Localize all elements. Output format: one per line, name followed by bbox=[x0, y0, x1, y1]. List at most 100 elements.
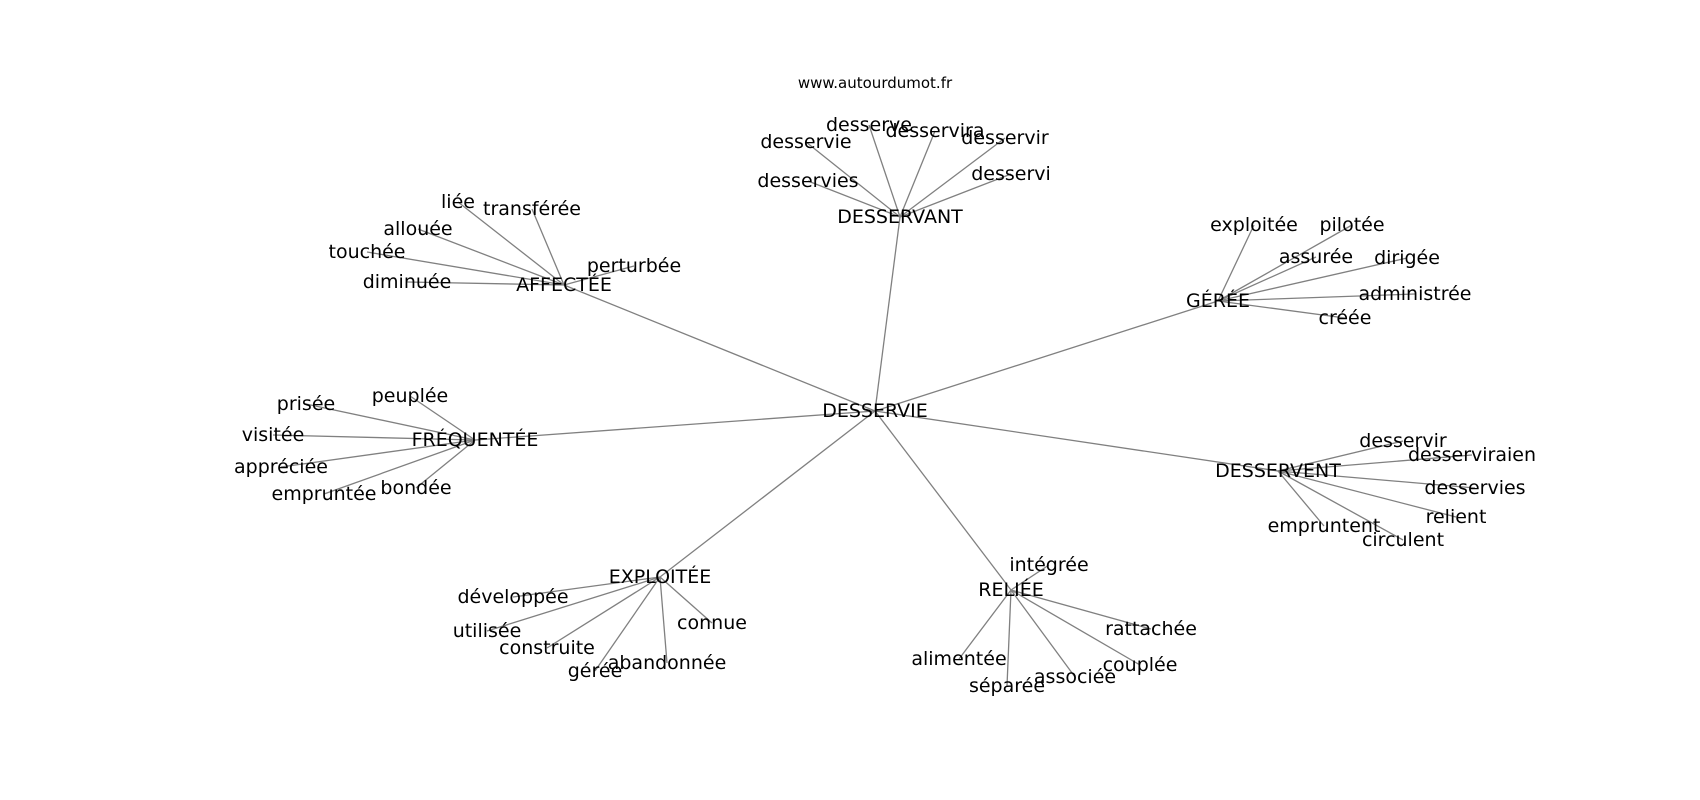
leaf-node-geree-exploitee: exploitée bbox=[1210, 214, 1298, 236]
edge-geree-administree bbox=[1217, 293, 1416, 302]
edge-geree-creee bbox=[1217, 300, 1346, 319]
edge-center-reliee bbox=[874, 410, 1012, 591]
edge-desservent-relient bbox=[1277, 470, 1457, 518]
leaf-node-desservent-empruntent: empruntent bbox=[1268, 515, 1381, 537]
leaf-node-geree-pilotee: pilotée bbox=[1319, 214, 1384, 236]
leaf-node-desservent-relient: relient bbox=[1426, 506, 1487, 528]
edge-desservant-desserve bbox=[868, 124, 901, 218]
edge-affectee-diminuee bbox=[406, 281, 565, 286]
leaf-node-desservant-desservir: desservir bbox=[961, 127, 1049, 149]
edge-affectee-liee bbox=[457, 201, 565, 286]
leaf-node-geree-administree: administrée bbox=[1359, 283, 1472, 305]
edge-exploitee-construite bbox=[546, 576, 661, 649]
leaf-node-desservent-desservir: desservir bbox=[1359, 430, 1447, 452]
edge-frequentee-peuplee bbox=[409, 395, 476, 441]
edge-desservent-desservies bbox=[1277, 470, 1476, 489]
edge-reliee-associee bbox=[1010, 589, 1076, 678]
edge-exploitee-geree bbox=[594, 576, 661, 672]
edge-center-desservant bbox=[874, 216, 901, 412]
leaf-node-reliee-couplee: couplée bbox=[1103, 654, 1178, 676]
edge-geree-dirigee bbox=[1217, 257, 1408, 302]
leaf-node-reliee-integree: intégrée bbox=[1009, 554, 1088, 576]
leaf-node-frequentee-bondee: bondée bbox=[380, 477, 451, 499]
leaf-node-frequentee-peuplee: peuplée bbox=[372, 385, 449, 407]
leaf-node-desservant-desservie: desservie bbox=[760, 131, 851, 153]
leaf-node-reliee-separee: séparée bbox=[969, 675, 1045, 697]
edge-center-desservent bbox=[874, 410, 1279, 472]
group-node-frequentee: FRÉQUENTÉE bbox=[412, 428, 539, 451]
edge-desservent-empruntent bbox=[1277, 470, 1325, 527]
leaf-node-frequentee-prisee: prisée bbox=[277, 393, 335, 415]
leaf-node-exploitee-abandonnee: abandonnée bbox=[608, 652, 727, 674]
edge-exploitee-abandonnee bbox=[659, 576, 668, 664]
edge-center-affectee bbox=[563, 284, 876, 412]
edge-reliee-rattachee bbox=[1010, 589, 1152, 630]
leaf-node-reliee-associee: associée bbox=[1034, 666, 1116, 688]
leaf-node-desservent-circulent: circulent bbox=[1362, 529, 1444, 551]
source-label: www.autourdumot.fr bbox=[798, 74, 953, 92]
edge-center-frequentee bbox=[474, 410, 876, 441]
edge-reliee-integree bbox=[1010, 564, 1050, 591]
group-node-exploitee: EXPLOITÉE bbox=[609, 565, 712, 588]
leaf-node-reliee-alimentee: alimentée bbox=[911, 648, 1006, 670]
leaf-node-affectee-liee: liée bbox=[441, 191, 475, 213]
group-node-desservant: DESSERVANT bbox=[837, 206, 963, 228]
edge-geree-assuree bbox=[1217, 256, 1317, 302]
edge-desservant-desservi bbox=[899, 173, 1012, 218]
edge-reliee-alimentee bbox=[958, 589, 1012, 660]
group-node-desservent: DESSERVENT bbox=[1215, 460, 1341, 482]
edge-affectee-perturbee bbox=[563, 265, 635, 286]
edge-desservent-desserviraien bbox=[1277, 454, 1473, 472]
group-node-affectee: AFFECTÉE bbox=[516, 273, 612, 296]
edge-frequentee-bondee bbox=[415, 439, 476, 489]
leaf-node-exploitee-utilisee: utilisée bbox=[453, 620, 522, 642]
edge-exploitee-utilisee bbox=[486, 576, 661, 632]
edge-frequentee-prisee bbox=[305, 403, 476, 441]
leaf-node-reliee-rattachee: rattachée bbox=[1105, 618, 1197, 640]
leaf-node-exploitee-construite: construite bbox=[499, 637, 595, 659]
leaf-node-geree-dirigee: dirigée bbox=[1374, 247, 1440, 269]
leaf-node-exploitee-connue: connue bbox=[677, 612, 747, 634]
leaf-node-desservant-desserve: desserve bbox=[826, 114, 912, 136]
leaf-node-desservant-desservies: desservies bbox=[757, 170, 858, 192]
edge-reliee-couplee bbox=[1010, 589, 1141, 666]
edge-reliee-separee bbox=[1006, 589, 1012, 687]
edge-exploitee-connue bbox=[659, 576, 713, 624]
edge-desservant-desservies bbox=[807, 180, 901, 218]
edge-affectee-transferee bbox=[531, 208, 565, 286]
edge-exploitee-developpee bbox=[512, 576, 661, 598]
edges bbox=[272, 124, 1476, 687]
edge-frequentee-visitee bbox=[272, 434, 476, 441]
leaf-node-geree-creee: créée bbox=[1319, 307, 1372, 329]
edge-geree-pilotee bbox=[1217, 224, 1353, 302]
leaf-node-desservant-desservi: desservi bbox=[971, 163, 1051, 185]
leaf-node-desservent-desserviraien: desserviraien bbox=[1408, 444, 1536, 466]
edge-frequentee-appreciee bbox=[280, 439, 476, 468]
leaf-node-affectee-perturbee: perturbée bbox=[587, 255, 681, 277]
edge-desservent-desservir bbox=[1277, 440, 1404, 472]
edge-center-exploitee bbox=[659, 410, 876, 578]
leaf-node-exploitee-developpee: développée bbox=[457, 586, 568, 608]
edge-desservant-desservira bbox=[899, 130, 936, 218]
edge-desservant-desservir bbox=[899, 137, 1006, 218]
edge-frequentee-empruntee bbox=[323, 439, 476, 495]
edge-desservent-circulent bbox=[1277, 470, 1404, 541]
leaf-node-desservant-desservira: desservira bbox=[885, 120, 984, 142]
leaf-node-affectee-diminuee: diminuée bbox=[363, 271, 452, 293]
leaf-node-affectee-transferee: transférée bbox=[483, 198, 581, 220]
leaf-node-frequentee-visitee: visitée bbox=[242, 424, 305, 446]
leaf-node-exploitee-geree: gérée bbox=[568, 660, 623, 682]
edge-affectee-allouee bbox=[417, 228, 565, 286]
edge-geree-exploitee bbox=[1217, 224, 1255, 302]
group-node-reliee: RELIÉE bbox=[978, 578, 1043, 601]
leaf-node-affectee-touchee: touchée bbox=[329, 241, 406, 263]
leaf-node-affectee-allouee: allouée bbox=[383, 218, 452, 240]
edge-affectee-touchee bbox=[366, 251, 565, 286]
leaf-node-desservent-desservies: desservies bbox=[1424, 477, 1525, 499]
edge-desservant-desservie bbox=[805, 141, 901, 218]
labels: DESSERVIEDESSERVANTdesservedesservirades… bbox=[234, 114, 1536, 697]
leaf-node-frequentee-appreciee: appréciée bbox=[234, 456, 328, 478]
group-node-geree: GÉRÉE bbox=[1186, 289, 1250, 312]
edge-center-geree bbox=[874, 300, 1219, 412]
leaf-node-geree-assuree: assurée bbox=[1279, 246, 1353, 268]
